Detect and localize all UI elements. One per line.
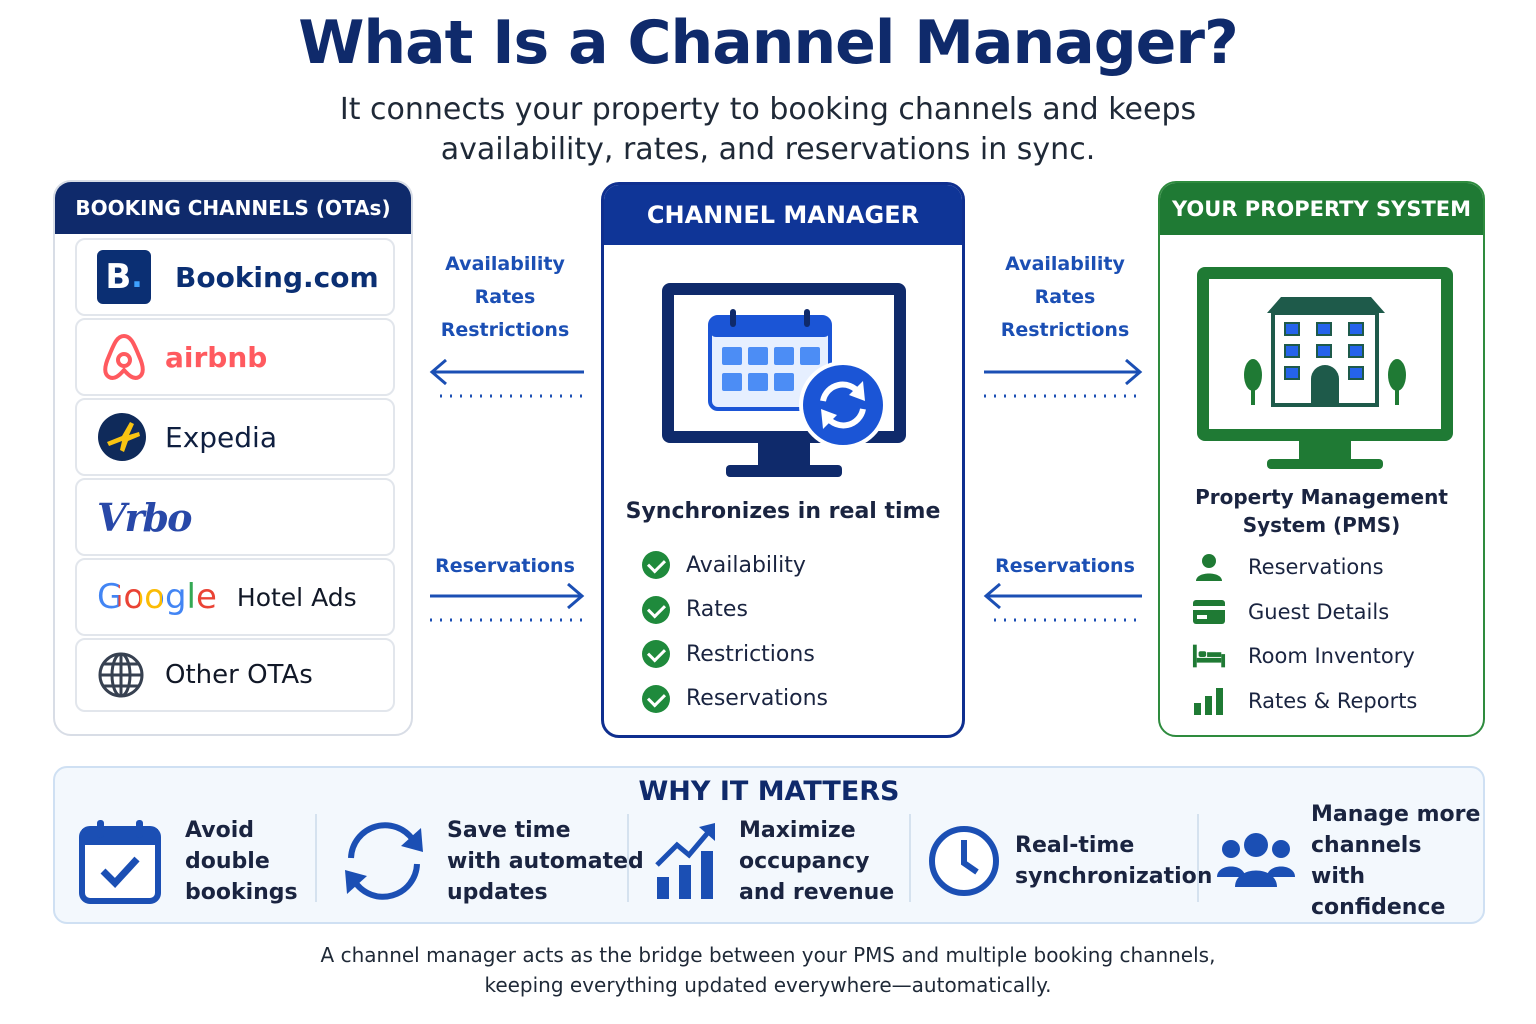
ota-item-google[interactable]: Google Hotel Ads [75,558,395,636]
left-flow-availability: Availability [445,253,565,275]
pms-label: Room Inventory [1248,644,1415,669]
footer-line-2: keeping everything updated everywhere—au… [484,973,1052,997]
footer-text: A channel manager acts as the bridge bet… [0,940,1536,1000]
ota-item-expedia[interactable]: Expedia [75,398,395,476]
sync-label: Reservations [686,686,828,712]
pms-label: Reservations [1248,555,1384,580]
expedia-logo-icon [97,412,147,462]
google-logo-icon: Google [97,577,217,617]
booking-logo-icon: B. [97,250,151,304]
ota-label-booking: Booking.com [175,260,379,294]
monitor-sync-icon [660,281,910,486]
sync-label: Availability [686,552,806,578]
why-item-double-bookings: Avoid double bookings [79,808,298,914]
sync-item: Rates [642,588,828,633]
sync-item: Availability [642,543,828,588]
why-text: Avoid double bookings [185,817,298,905]
channel-manager-header: CHANNEL MANAGER [604,185,962,245]
pms-label: Rates & Reports [1248,688,1418,713]
check-icon [642,640,670,669]
booking-channels-panel: BOOKING CHANNELS (OTAs) B. Booking.com a… [53,180,413,736]
right-arrow-to-cm [983,582,1142,622]
ota-label-hotel-ads: Hotel Ads [236,582,357,612]
growth-chart-icon [655,821,717,901]
left-arrow-to-cm [430,582,585,622]
why-text: Manage more channels with confidence [1311,802,1481,920]
why-it-matters-section: WHY IT MATTERS Avoid double bookings Sav… [53,766,1485,924]
channel-manager-panel: CHANNEL MANAGER Synchronizes in real tim… [601,182,965,738]
left-flow-top-labels: Availability Rates Restrictions [430,248,580,347]
person-icon [1192,552,1226,582]
pms-item: Rates & Reports [1192,679,1417,724]
check-icon [642,551,670,580]
left-arrow-to-otas [429,358,584,398]
sync-title: Synchronizes in real time [625,499,941,524]
left-flow-restrictions: Restrictions [440,319,570,341]
why-text: Real-time synchronization [1015,833,1213,889]
ota-label-google: Google [97,577,217,617]
id-card-icon [1192,597,1226,627]
why-text: Maximize occupancy and revenue [739,817,895,905]
ota-item-vrbo[interactable]: Vrbo [75,478,395,556]
pms-title-line-2: System (PMS) [1242,513,1401,537]
why-item-save-time: Save time with automated updates [335,808,644,914]
pms-item: Reservations [1192,545,1417,590]
calendar-check-icon [79,817,161,905]
ota-label-expedia: Expedia [165,420,277,454]
right-flow-top-labels: Availability Rates Restrictions [990,248,1140,347]
ota-label-other: Other OTAs [165,660,313,690]
ota-item-airbnb[interactable]: airbnb [75,318,395,396]
bar-chart-icon [1192,686,1226,716]
pms-item: Room Inventory [1192,634,1417,679]
why-item-maximize: Maximize occupancy and revenue [655,808,894,914]
pms-monitor-icon [1195,265,1455,476]
why-text: Save time with automated updates [447,817,644,905]
why-title: WHY IT MATTERS [638,776,900,807]
pms-title-line-1: Property Management [1195,485,1448,509]
right-flow-reservations: Reservations [995,555,1135,577]
check-icon [642,684,670,713]
sync-list: Availability Rates Restrictions Reservat… [642,543,828,721]
subtitle-line-2: availability, rates, and reservations in… [440,132,1096,167]
sync-label: Rates [686,597,748,623]
globe-icon [97,651,145,699]
group-icon [1217,831,1295,891]
pms-list: Reservations Guest Details Room Inventor… [1192,545,1417,723]
sync-item: Restrictions [642,632,828,677]
right-arrow-to-pms [984,358,1143,398]
pms-title: Property Management System (PMS) [1160,483,1483,539]
footer-line-1: A channel manager acts as the bridge bet… [320,943,1216,967]
property-system-header: YOUR PROPERTY SYSTEM [1160,183,1483,235]
why-item-realtime: Real-time synchronization [927,808,1212,914]
sync-icon [335,816,433,906]
right-flow-availability: Availability [1005,253,1125,275]
ota-label-airbnb: airbnb [165,340,268,374]
left-flow-rates: Rates [474,286,536,308]
booking-channels-header: BOOKING CHANNELS (OTAs) [55,182,411,234]
why-divider [627,814,629,902]
why-divider [315,814,317,902]
pms-item: Guest Details [1192,590,1417,635]
ota-item-other[interactable]: Other OTAs [75,638,395,712]
right-flow-restrictions: Restrictions [1000,319,1130,341]
check-icon [642,595,670,624]
why-divider [1197,814,1199,902]
sync-item: Reservations [642,677,828,722]
sync-label: Restrictions [686,641,815,667]
ota-label-vrbo: Vrbo [97,494,192,540]
page-subtitle: It connects your property to booking cha… [0,90,1536,170]
property-system-panel: YOUR PROPERTY SYSTEM Property Management… [1158,181,1485,737]
clock-icon [927,824,1001,898]
page-title: What Is a Channel Manager? [298,8,1239,78]
subtitle-line-1: It connects your property to booking cha… [339,92,1197,127]
why-divider [909,814,911,902]
why-item-manage-channels: Manage more channels with confidence [1217,802,1483,920]
airbnb-logo-icon [97,330,151,384]
ota-item-booking[interactable]: B. Booking.com [75,238,395,316]
left-flow-reservations: Reservations [435,555,575,577]
right-flow-rates: Rates [1034,286,1096,308]
pms-label: Guest Details [1248,599,1390,624]
bed-icon [1192,641,1226,671]
